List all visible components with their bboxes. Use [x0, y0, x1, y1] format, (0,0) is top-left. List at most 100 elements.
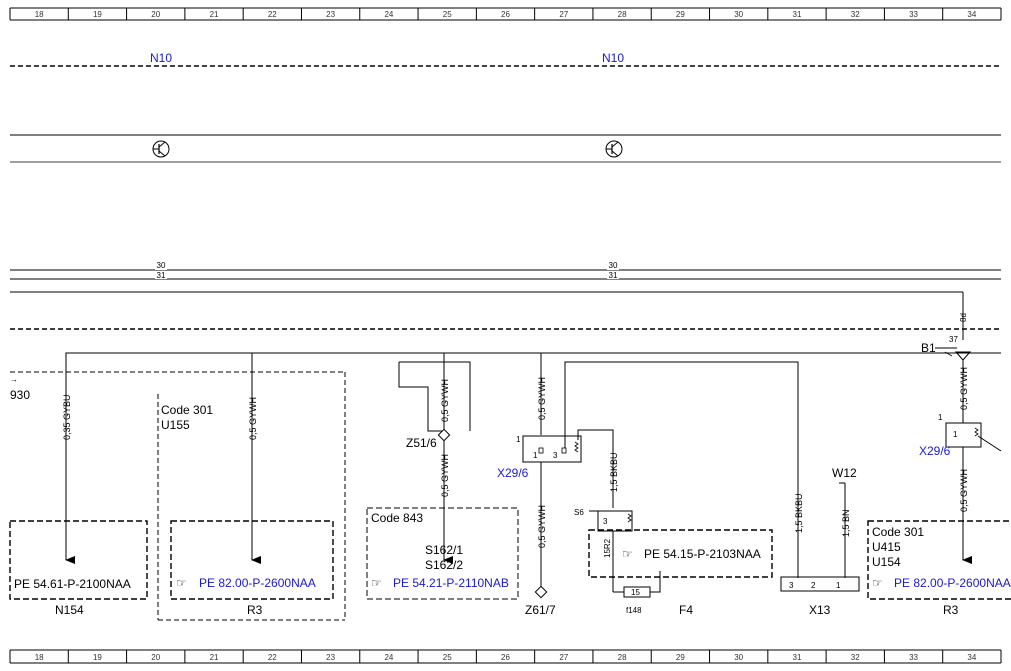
- code301-left-label: Code 301: [161, 403, 213, 417]
- ruler-column-label: 27: [559, 10, 568, 19]
- x13-label: X13: [809, 603, 831, 617]
- f4-box: [588, 529, 773, 578]
- n154-label: N154: [55, 603, 84, 617]
- ruler-column-label: 33: [909, 10, 918, 19]
- s6-pin3: 3: [603, 517, 608, 526]
- ruler-column-label: 21: [210, 653, 219, 662]
- ruler-column-label: 30: [734, 10, 743, 19]
- x29-left-pin1: 1: [516, 435, 521, 444]
- u154-label: U154: [872, 555, 901, 569]
- x29-6-right-label: X29/6: [919, 444, 951, 458]
- pointer-icon: ☞: [622, 547, 633, 561]
- s6-connector: [597, 510, 633, 532]
- r3-right-box: [867, 520, 1011, 600]
- s162-1-label: S162/1: [425, 543, 463, 557]
- pointer-icon: ☞: [176, 576, 187, 590]
- ruler-column-label: 26: [501, 10, 510, 19]
- ruler-column-label: 29: [676, 10, 685, 19]
- r3-left-label: R3: [247, 603, 263, 617]
- ruler-column-label: 24: [384, 653, 393, 662]
- ruler-column-label: 19: [93, 653, 102, 662]
- ruler-column-label: 33: [909, 653, 918, 662]
- ruler-column-label: 28: [618, 653, 627, 662]
- x13-pin2: 2: [811, 581, 816, 590]
- ruler-column-label: 22: [268, 10, 277, 19]
- arrow-930-icon: →: [10, 375, 18, 384]
- ruler-column-label: 20: [151, 10, 160, 19]
- wire-label-035-gybu: 0,35 GYBU: [62, 394, 72, 440]
- n10-label-right: N10: [602, 51, 624, 65]
- z61-splice-symbol: [534, 585, 548, 599]
- b1-connector-symbol: [954, 351, 972, 361]
- ruler-column-label: 25: [443, 10, 452, 19]
- wire-label-15-bkbu-s6: 1,5 BKBU: [609, 452, 619, 492]
- ruler-column-label: 25: [443, 653, 452, 662]
- code301-right-label: Code 301: [872, 525, 924, 539]
- wire-label-15-bkbu-x13: 1,5 BKBU: [794, 493, 804, 533]
- pe-r3-right-link[interactable]: PE 82.00-P-2600NAA: [894, 576, 1011, 590]
- ruler-bottom: 18 19 20 21 22 23 24 25 26 27 28 29 30 31 32 33 34: [9, 649, 1002, 664]
- ruler-column-label: 20: [151, 653, 160, 662]
- code843-label: Code 843: [371, 511, 423, 525]
- r3-left-box: [170, 520, 334, 600]
- ruler-column-label: 32: [851, 653, 860, 662]
- fuse-15-label: 15: [631, 588, 640, 597]
- transistor-symbol-icon: [152, 140, 170, 158]
- pointer-icon: ☞: [872, 576, 883, 590]
- ruler-column-label: 28: [618, 10, 627, 19]
- bus-30-label-left: 30: [157, 261, 166, 270]
- code843-box: [366, 507, 519, 600]
- x29-right-connector: [945, 422, 982, 448]
- wire-label-05-gywh-z51-bot: 0,5 GYWH: [440, 454, 450, 497]
- r3-right-label: R3: [943, 603, 959, 617]
- ruler-column-label: 23: [326, 653, 335, 662]
- pe-n154-link[interactable]: PE 54.61-P-2100NAA: [14, 577, 131, 591]
- ruler-column-label: 30: [734, 653, 743, 662]
- wire-label-05-gywh-x29-bot: 0,5 GYWH: [537, 505, 547, 548]
- f148-label: f148: [626, 606, 642, 615]
- ruler-column-label: 18: [35, 653, 44, 662]
- ruler-column-label: 31: [793, 653, 802, 662]
- bus-30-label-right: 30: [609, 261, 618, 270]
- x29-left-pin3: 3: [553, 451, 558, 460]
- n154-box: [9, 520, 148, 600]
- pe-f4-link[interactable]: PE 54.15-P-2103NAA: [644, 547, 761, 561]
- s162-2-label: S162/2: [425, 558, 463, 572]
- x13-pin1: 1: [836, 581, 841, 590]
- bus-31-label-left: 31: [157, 271, 166, 280]
- ruler-column-label: 23: [326, 10, 335, 19]
- bus-31-label-right: 31: [609, 271, 618, 280]
- wire-label-15-bn: 1,5 BN: [841, 509, 851, 537]
- x13-connector: [780, 576, 860, 592]
- pointer-icon: ☞: [371, 576, 382, 590]
- x29-6-left-label: X29/6: [497, 466, 529, 480]
- label-930: 930: [10, 388, 30, 402]
- z51-6-label: Z51/6: [406, 436, 437, 450]
- ruler-column-label: 24: [384, 10, 393, 19]
- ruler-column-label: 27: [559, 653, 568, 662]
- s6-label: S6: [574, 508, 584, 517]
- ruler-column-label: 29: [676, 653, 685, 662]
- wire-label-05-gywh-right-top: 0,5 GYWH: [959, 367, 969, 410]
- ruler-column-label: 26: [501, 653, 510, 662]
- ruler-column-label: 34: [967, 10, 976, 19]
- ruler-column-label: 18: [35, 10, 44, 19]
- x13-pin3: 3: [789, 581, 794, 590]
- n10-label-left: N10: [150, 51, 172, 65]
- pe-r3-left-link[interactable]: PE 82.00-P-2600NAA: [199, 576, 316, 590]
- x29-left-connector: [522, 435, 582, 463]
- pin-8d: 8d: [959, 313, 968, 322]
- ruler-column-label: 31: [793, 10, 802, 19]
- z61-7-label: Z61/7: [525, 603, 556, 617]
- u155-label: U155: [161, 418, 190, 432]
- z51-splice-symbol: [437, 428, 451, 442]
- b1-label: B1: [921, 341, 936, 355]
- ruler-column-label: 34: [967, 653, 976, 662]
- ruler-column-label: 32: [851, 10, 860, 19]
- wire-label-05-gywh-z51-top: 0,5 GYWH: [440, 379, 450, 422]
- ruler-column-label: 22: [268, 653, 277, 662]
- pe-code843-link[interactable]: PE 54.21-P-2110NAB: [393, 576, 509, 590]
- x29-right-pin1b: 1: [953, 430, 958, 439]
